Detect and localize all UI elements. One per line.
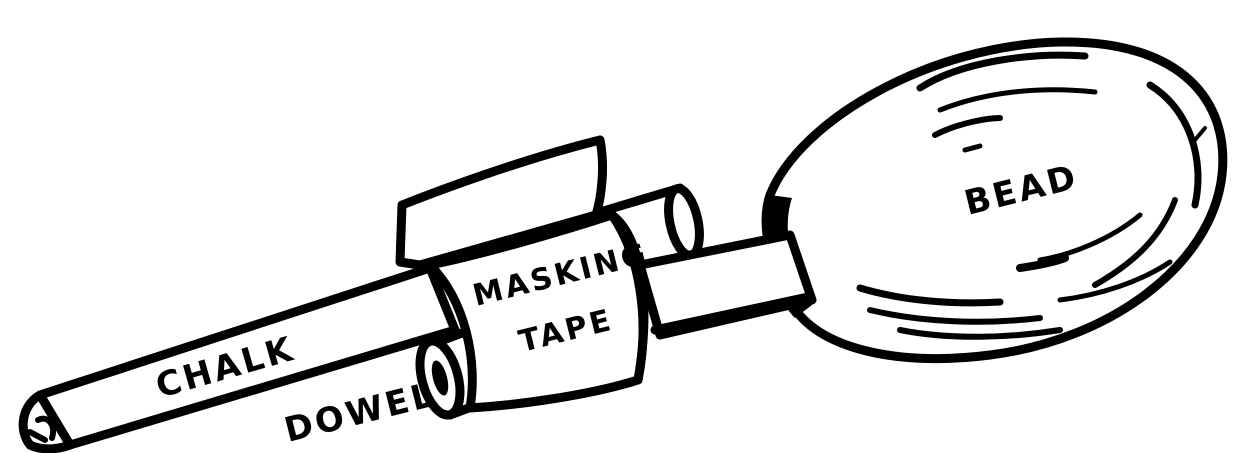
label-dowel: DOWEL xyxy=(281,375,441,451)
